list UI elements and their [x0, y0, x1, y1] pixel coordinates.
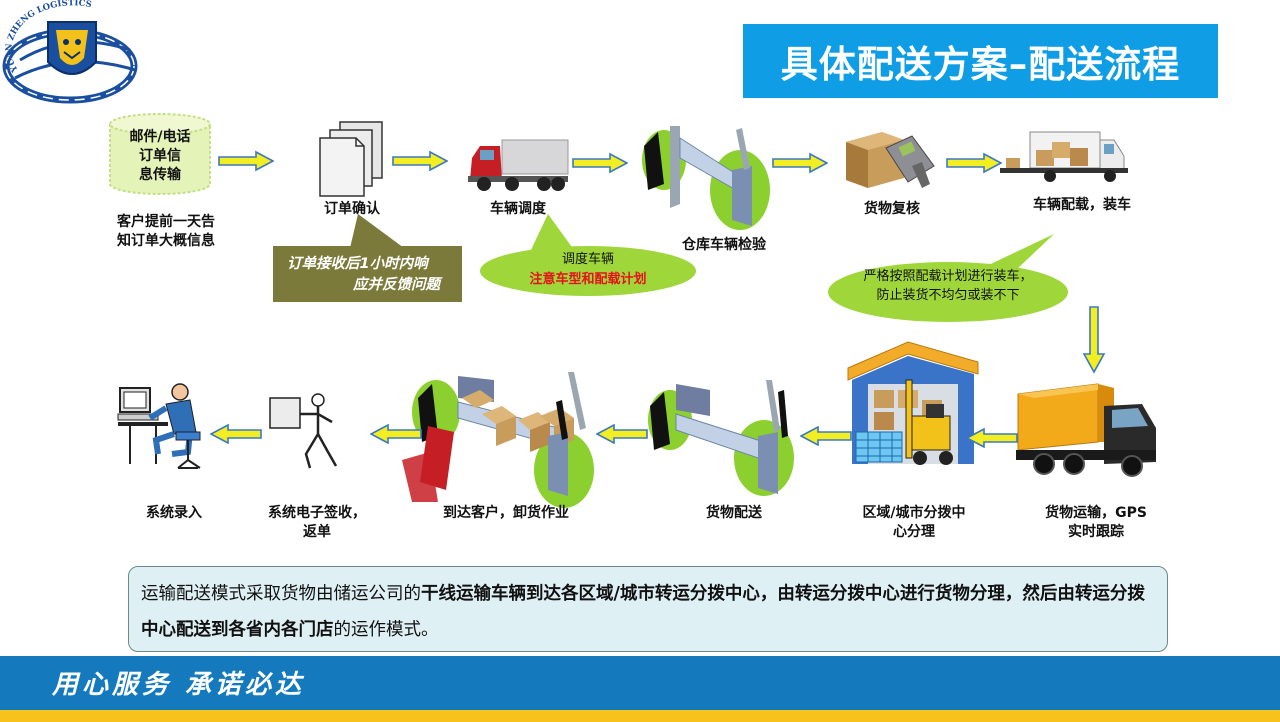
- esign-return-label: 系统电子签收， 返单: [268, 505, 366, 540]
- callout-pointer: [530, 214, 574, 252]
- customer-notice-label: 客户提前一天告 知订单大概信息: [117, 214, 215, 249]
- scanner-icon: [846, 132, 935, 188]
- summary-box: 运输配送模式采取货物由储运公司的干线运输车辆到达各区域/城市转运分拨中心，由转运…: [128, 566, 1168, 652]
- loading-dock-icon: [642, 126, 770, 230]
- warehouse-icon: [847, 341, 979, 465]
- page-title: 具体配送方案–配送流程: [743, 24, 1218, 98]
- signing-courier-icon: [269, 393, 338, 469]
- company-logo: YUAN ZHENG LOGISTICS: [2, 0, 138, 104]
- system-entry-label: 系统录入: [146, 505, 202, 521]
- order-confirm-label: 订单确认: [324, 201, 380, 217]
- loading-truck-icon: [1000, 131, 1128, 182]
- flow-arrow: [572, 152, 628, 174]
- flow-arrow-down: [1082, 306, 1106, 374]
- summary-text-plain-2: 的运作模式。: [333, 620, 439, 640]
- flow-arrow-left: [370, 424, 422, 444]
- vehicle-dispatch-label: 车辆调度: [490, 201, 546, 217]
- flow-arrow-left: [596, 424, 648, 444]
- dispatch-note: 调度车辆 注意车型和配载计划: [480, 246, 696, 296]
- order-info-text: 邮件/电话 订单信 息传输: [129, 129, 191, 183]
- flow-arrow: [218, 150, 274, 172]
- transport-gps-label: 货物运输，GPS 实时跟踪: [1045, 505, 1147, 540]
- cargo-truck-icon: [1016, 383, 1156, 477]
- database-icon: [109, 113, 211, 195]
- vehicle-loading-label: 车辆配载，装车: [1033, 197, 1131, 213]
- callout-pointer: [978, 234, 1054, 270]
- footer-bar: [0, 656, 1280, 710]
- goods-delivery-label: 货物配送: [706, 505, 762, 521]
- flow-arrow-left: [966, 428, 1018, 448]
- goods-recheck-label: 货物复核: [864, 201, 920, 217]
- order-response-note: 订单接收后1小时内响 应并反馈问题: [273, 246, 462, 302]
- delivery-dock-icon: [648, 380, 794, 496]
- flow-arrow-left: [800, 426, 852, 446]
- unloading-dock-icon: [402, 372, 594, 508]
- flow-arrow: [392, 150, 448, 172]
- computer-operator-icon: [117, 383, 201, 469]
- flow-arrow: [772, 152, 828, 174]
- footer-slogan: 用心服务 承诺必达: [52, 670, 306, 700]
- summary-text-plain-1: 运输配送模式采取货物由储运公司的: [141, 584, 421, 604]
- footer-strip: [0, 710, 1280, 722]
- regional-sorting-label: 区域/城市分拨中 心分理: [862, 505, 966, 540]
- callout-pointer: [350, 214, 404, 248]
- arrive-unload-label: 到达客户，卸货作业: [443, 505, 569, 521]
- warehouse-check-label: 仓库车辆检验: [682, 237, 766, 253]
- flow-arrow-left: [210, 424, 262, 444]
- documents-icon: [319, 121, 383, 197]
- summary-text-bold: 干线运输车辆到达各区域/城市转运分拨中心，由转运分拨中心进行货物分理，然后由转运…: [141, 584, 1145, 640]
- loading-plan-note: 严格按照配载计划进行装车， 防止装货不均匀或装不下: [828, 262, 1068, 322]
- flow-arrow: [946, 152, 1002, 174]
- red-truck-icon: [468, 139, 569, 191]
